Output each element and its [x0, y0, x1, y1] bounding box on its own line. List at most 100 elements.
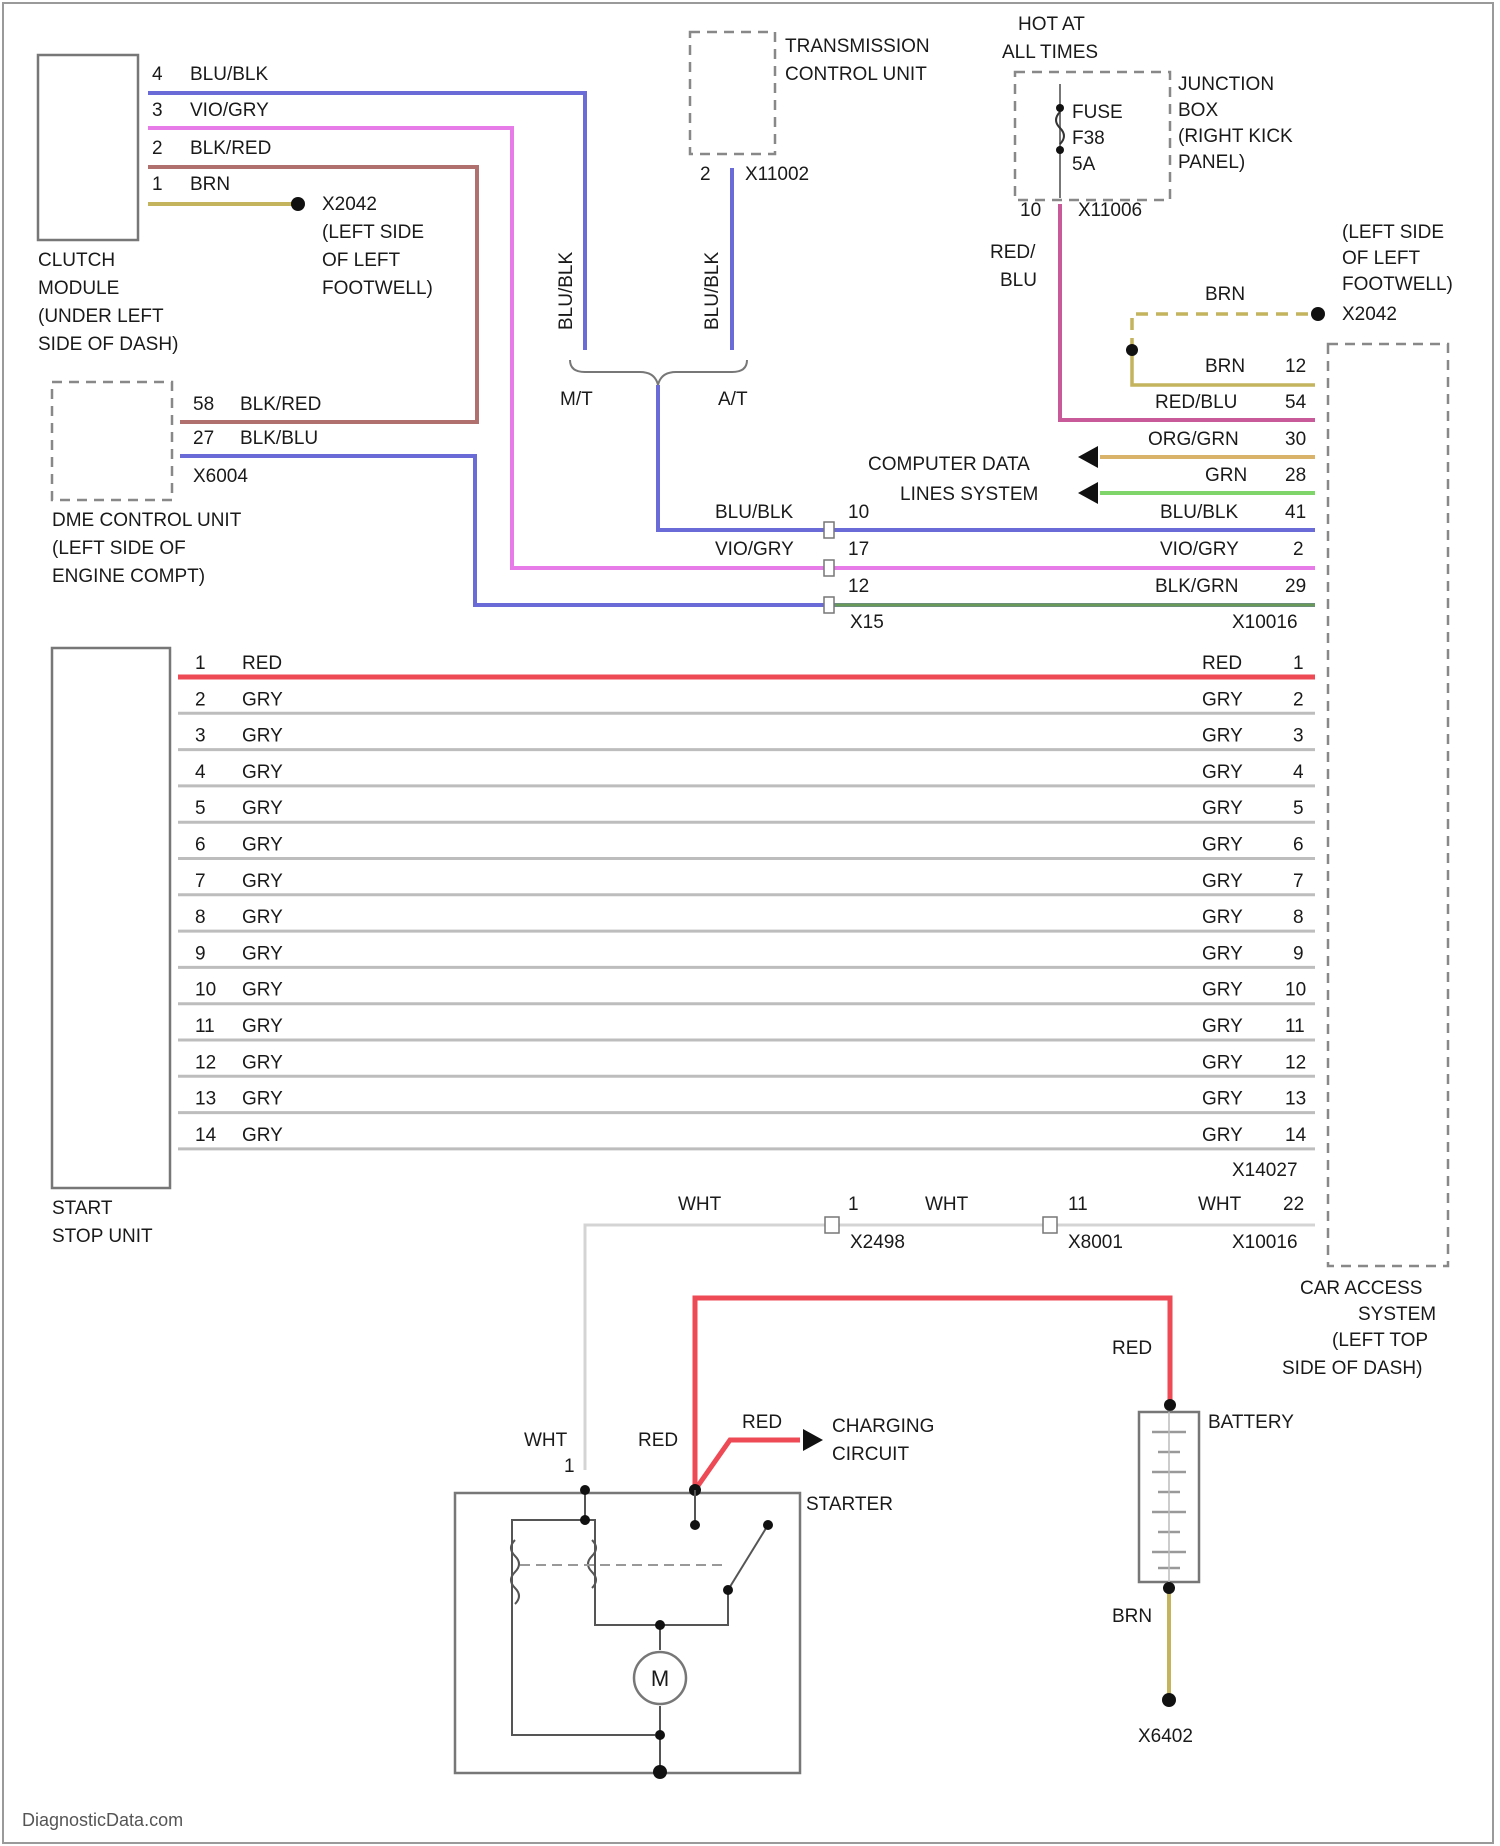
bus-right-pin-14: 14 — [1285, 1125, 1307, 1146]
bus-right-pin-4: 4 — [1293, 762, 1304, 783]
cas-pin-12: 12 — [1285, 356, 1306, 377]
connector-x2498-marker — [825, 1217, 839, 1233]
charging-red-color: RED — [742, 1412, 782, 1433]
bus-left-pin-2: 2 — [195, 689, 206, 710]
bus-left-pin-1: 1 — [195, 653, 206, 674]
bus-left-pin-7: 7 — [195, 871, 206, 892]
bus-left-pin-11: 11 — [195, 1016, 215, 1037]
cas-wire-41-color: BLU/BLK — [1160, 502, 1238, 523]
splice-connector-x15 — [824, 522, 834, 613]
starter-wht-color: WHT — [524, 1430, 568, 1451]
bus-left-pin-6: 6 — [195, 835, 206, 856]
starter-wht-pin: 1 — [564, 1456, 575, 1477]
bus-left-color-1: RED — [242, 653, 282, 674]
bus-left-pin-14: 14 — [195, 1125, 217, 1146]
starter-node-6 — [655, 1620, 665, 1630]
bus-right-pin-2: 2 — [1293, 689, 1304, 710]
bus-right-pin-13: 13 — [1285, 1089, 1306, 1110]
bus-right-pin-6: 6 — [1293, 835, 1304, 856]
cas-wire-29-color: BLK/GRN — [1155, 576, 1238, 597]
splice-pin-12: 12 — [848, 576, 869, 597]
cas-pin-30: 30 — [1285, 429, 1306, 450]
bus-left-color-5: GRY — [242, 798, 283, 819]
cas-pin-41: 41 — [1285, 502, 1306, 523]
bus-right-pin-10: 10 — [1285, 980, 1306, 1001]
cas-wire-28-color: GRN — [1205, 465, 1247, 486]
bus-right-color-5: GRY — [1202, 798, 1243, 819]
cas-wire-54-color: RED/BLU — [1155, 392, 1237, 413]
clutch-pin-4: 4 — [152, 64, 163, 85]
clutch-pin-3: 3 — [152, 100, 163, 121]
bus-right-color-2: GRY — [1202, 689, 1243, 710]
bus-left-color-7: GRY — [242, 871, 283, 892]
clutch-wire-3-color: VIO/GRY — [190, 100, 269, 121]
clutch-module-box — [38, 55, 138, 240]
footer-site-label: DiagnosticData.com — [22, 1810, 183, 1830]
cas-pin-29: 29 — [1285, 576, 1306, 597]
bus-left-color-13: GRY — [242, 1089, 283, 1110]
junction-pin: 10 — [1020, 200, 1041, 221]
bus-right-color-8: GRY — [1202, 907, 1243, 928]
cas-pin-2: 2 — [1293, 539, 1304, 560]
ground-x2042-clutch-node — [291, 197, 305, 211]
splice-pin-17: 17 — [848, 539, 869, 560]
bus-right-color-10: GRY — [1202, 980, 1243, 1001]
bus-right-color-12: GRY — [1202, 1052, 1243, 1073]
bus-left-pin-9: 9 — [195, 943, 206, 964]
vertical-blu-blk-label-at: BLU/BLK — [702, 252, 723, 330]
bus-right-pin-12: 12 — [1285, 1052, 1306, 1073]
ground-brn-label: BRN — [1205, 284, 1245, 305]
bus-left-color-4: GRY — [242, 762, 283, 783]
bus-right-pin-11: 11 — [1285, 1016, 1305, 1037]
fuse-node-top — [1056, 104, 1064, 112]
bus-left-color-2: GRY — [242, 689, 283, 710]
starter-node-3 — [690, 1520, 700, 1530]
clutch-wire-1-color: BRN — [190, 174, 230, 195]
wht-run-color-1: WHT — [678, 1194, 722, 1215]
clutch-pin-1: 1 — [152, 174, 163, 195]
bus-left-color-9: GRY — [242, 943, 283, 964]
start-stop-connector-label: X14027 — [1232, 1160, 1298, 1181]
bus-right-color-4: GRY — [1202, 762, 1243, 783]
bus-left-pin-10: 10 — [195, 980, 216, 1001]
bus-right-pin-5: 5 — [1293, 798, 1304, 819]
bus-left-pin-8: 8 — [195, 907, 206, 928]
bus-right-color-6: GRY — [1202, 835, 1243, 856]
cas-pin-54: 54 — [1285, 392, 1307, 413]
bus-left-color-12: GRY — [242, 1052, 283, 1073]
battery-brn-color: BRN — [1112, 1606, 1152, 1627]
bus-left-pin-13: 13 — [195, 1089, 216, 1110]
bus-right-pin-1: 1 — [1293, 653, 1304, 674]
dme-connector-label: X6004 — [193, 466, 248, 487]
starter-node-1 — [580, 1485, 590, 1495]
bus-left-color-10: GRY — [242, 980, 283, 1001]
bus-left-color-14: GRY — [242, 1125, 283, 1146]
wht-run-pin-11: 11 — [1068, 1194, 1088, 1215]
splice-wire-10-color: BLU/BLK — [715, 502, 793, 523]
wht-run-color-3: WHT — [1198, 1194, 1242, 1215]
wht-run-pin-22: 22 — [1283, 1194, 1304, 1215]
fuse-node-bottom — [1056, 146, 1064, 154]
splice-wire-17-color: VIO/GRY — [715, 539, 794, 560]
bus-right-color-13: GRY — [1202, 1089, 1243, 1110]
bus-right-color-1: RED — [1202, 653, 1242, 674]
dme-wire-27-color: BLK/BLU — [240, 428, 318, 449]
ground-x2042-cas-node — [1311, 307, 1325, 321]
starter-node-5 — [763, 1520, 773, 1530]
vertical-blu-blk-label-mt: BLU/BLK — [556, 252, 577, 330]
starter-box — [455, 1493, 800, 1773]
clutch-wire-4-color: BLU/BLK — [190, 64, 268, 85]
junction-connector-label: X11006 — [1078, 200, 1142, 221]
wht-run-color-2: WHT — [925, 1194, 969, 1215]
cas-upper-connector-label: X10016 — [1232, 612, 1298, 633]
car-access-system-box — [1328, 344, 1448, 1266]
bus-left-color-3: GRY — [242, 726, 283, 747]
cas-wire-12-color: BRN — [1205, 356, 1245, 377]
bus-left-pin-3: 3 — [195, 726, 206, 747]
cas-wire-2-color: VIO/GRY — [1160, 539, 1239, 560]
dme-pin-58: 58 — [193, 394, 214, 415]
battery-label: BATTERY — [1208, 1412, 1294, 1433]
clutch-pin-2: 2 — [152, 138, 163, 159]
tcu-pin: 2 — [700, 164, 711, 185]
